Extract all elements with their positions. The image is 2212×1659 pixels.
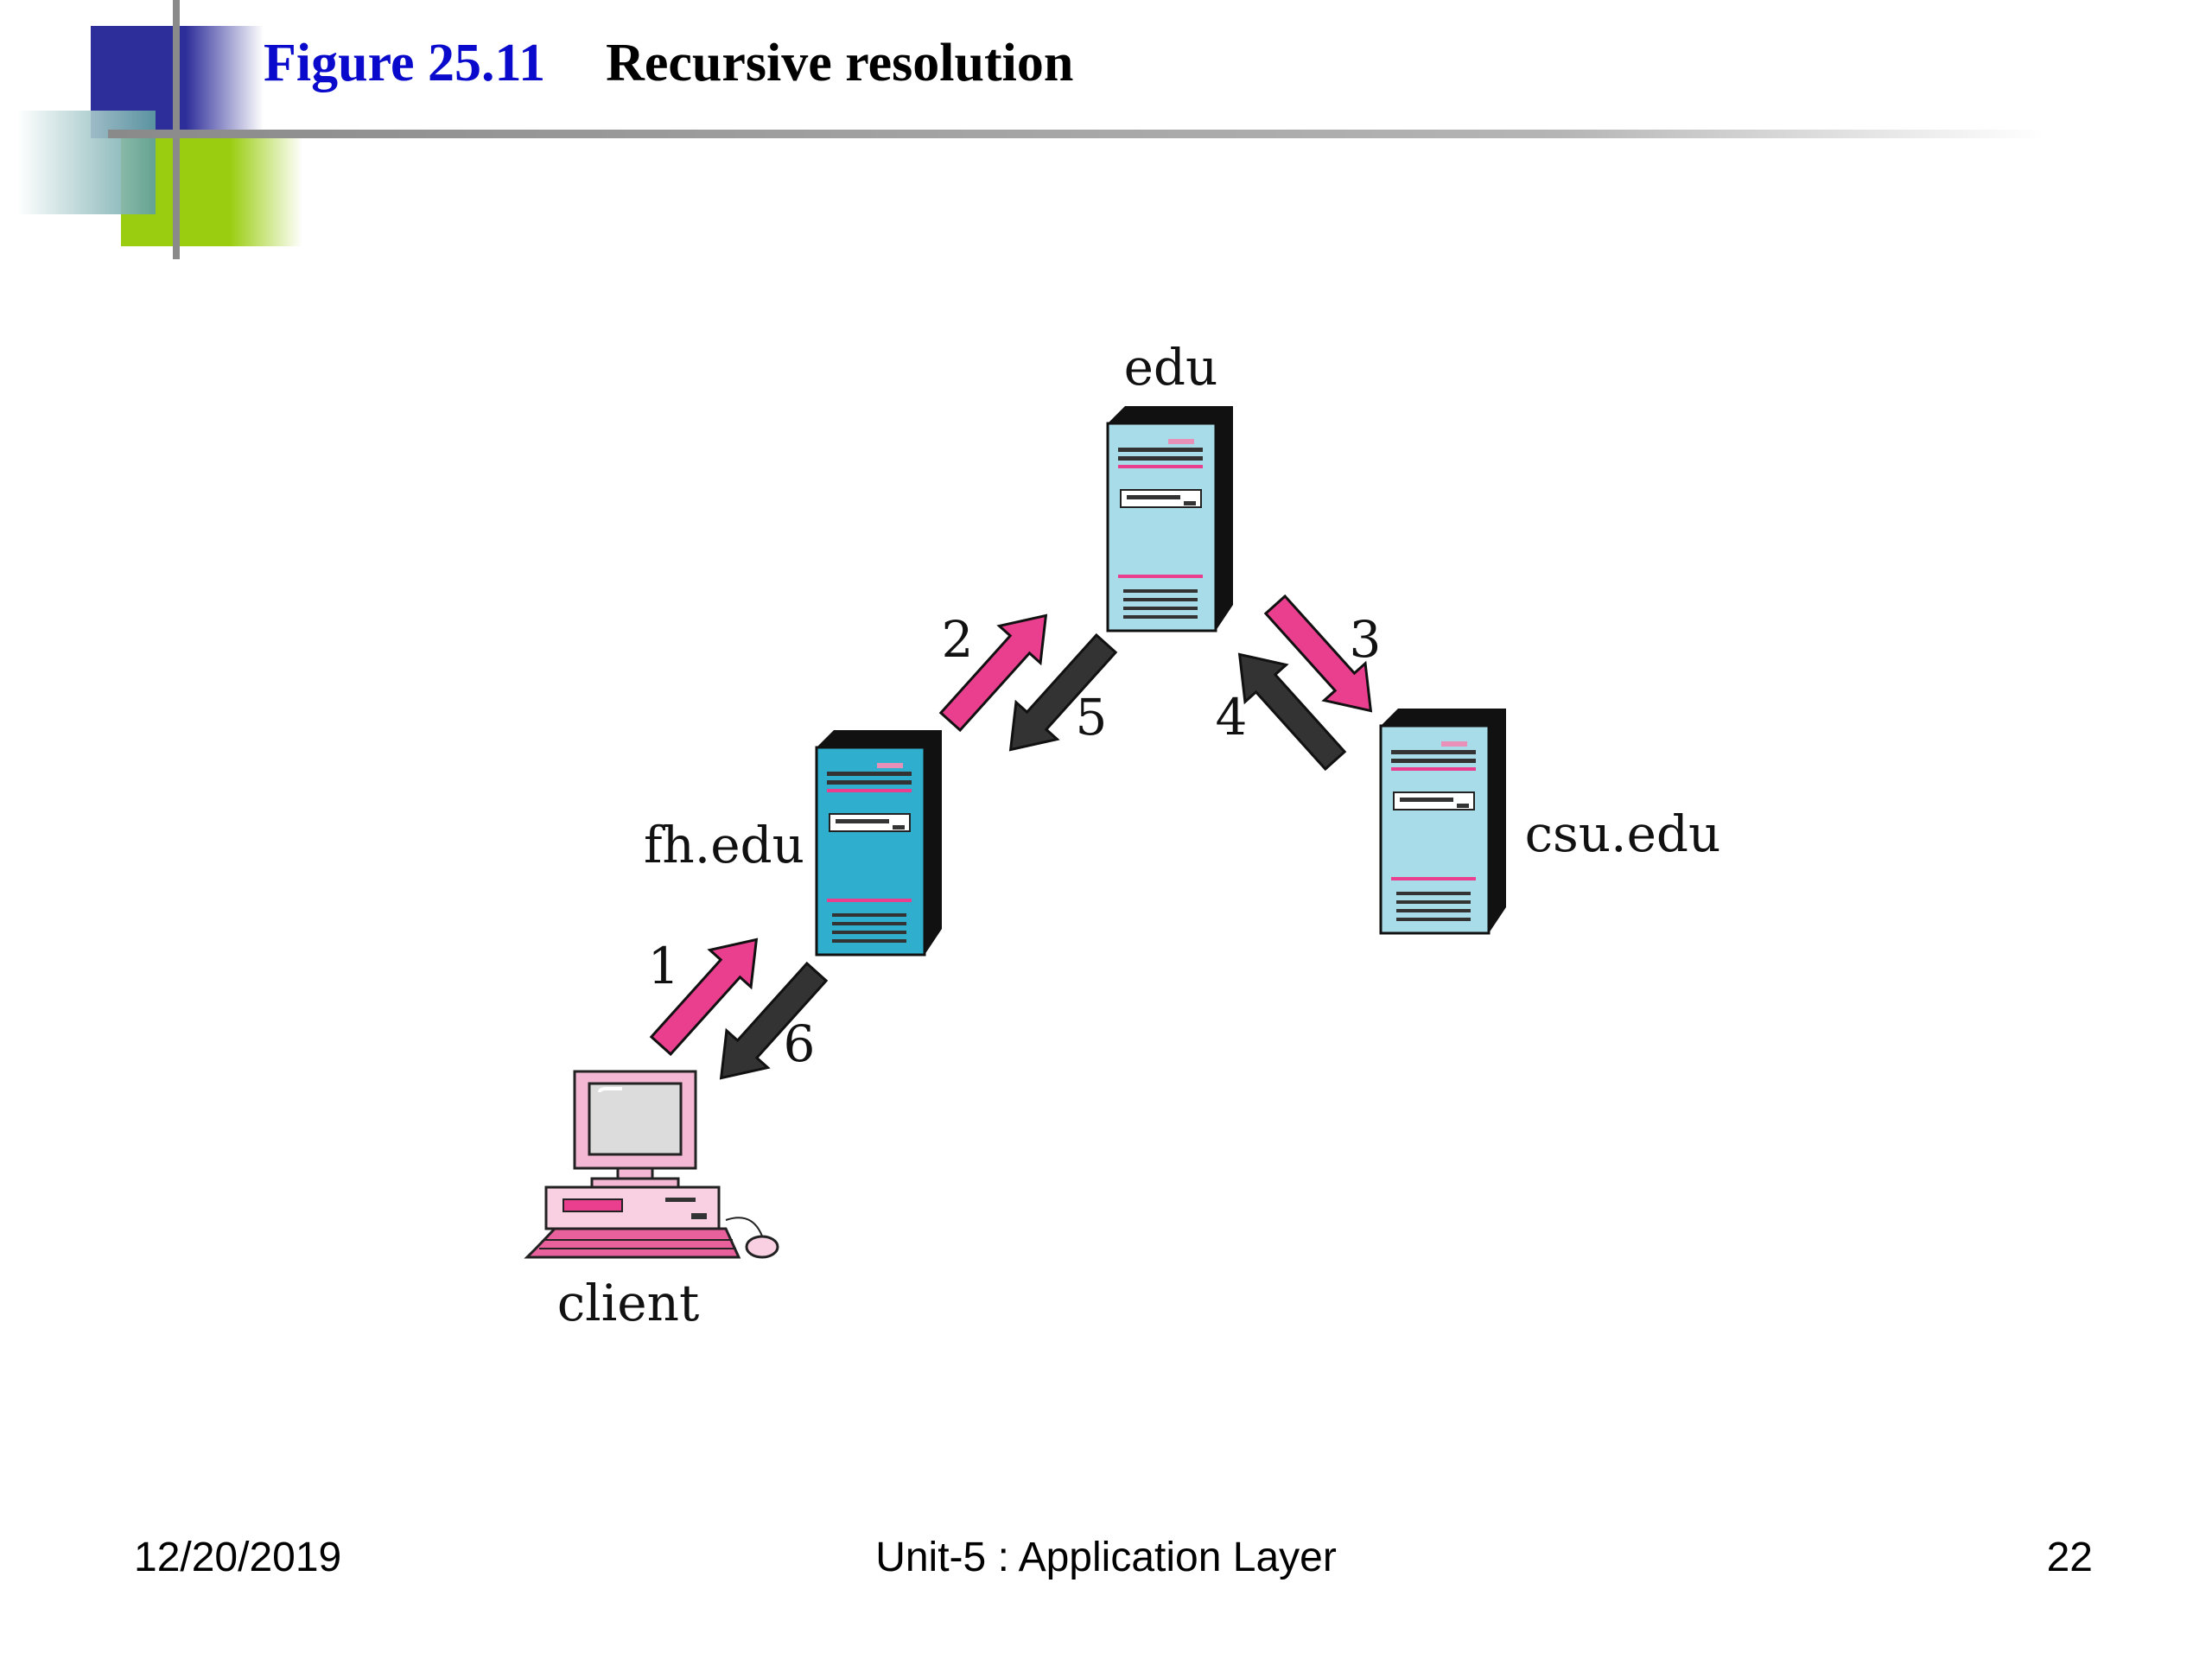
step-4-label: 4 xyxy=(1216,688,1248,747)
arrow-5 xyxy=(1008,632,1118,752)
arrow-2 xyxy=(938,613,1048,733)
figure-number: Figure 25.11 xyxy=(264,34,546,92)
step-6-label: 6 xyxy=(784,1014,816,1073)
teal-square-shape xyxy=(17,111,156,214)
step-3-label: 3 xyxy=(1350,610,1382,669)
csu-edu-server-icon xyxy=(1379,709,1506,935)
csu-edu-label: csu.edu xyxy=(1525,804,1721,863)
arrow-3 xyxy=(1263,594,1373,713)
corner-decoration xyxy=(17,0,2044,259)
edu-label: edu xyxy=(1124,338,1218,397)
footer-page-number: 22 xyxy=(2046,1535,2093,1580)
footer-unit: Unit-5 : Application Layer xyxy=(875,1535,1337,1580)
client-label: client xyxy=(557,1274,700,1332)
figure-name: Recursive resolution xyxy=(606,34,1074,92)
fh-edu-label: fh.edu xyxy=(644,816,804,874)
title-underline xyxy=(108,130,2044,138)
arrow-4 xyxy=(1237,652,1347,772)
step-5-label: 5 xyxy=(1076,688,1108,747)
step-1-label: 1 xyxy=(648,937,680,995)
slide-title: Figure 25.11 Recursive resolution xyxy=(264,33,1073,94)
client-computer-icon xyxy=(524,1070,779,1259)
arrow-1 xyxy=(649,938,759,1057)
edu-server-icon xyxy=(1106,406,1233,632)
footer-date: 12/20/2019 xyxy=(134,1535,342,1580)
arrow-6 xyxy=(719,961,829,1080)
fh-edu-server-icon xyxy=(815,730,942,957)
step-2-label: 2 xyxy=(942,610,974,669)
